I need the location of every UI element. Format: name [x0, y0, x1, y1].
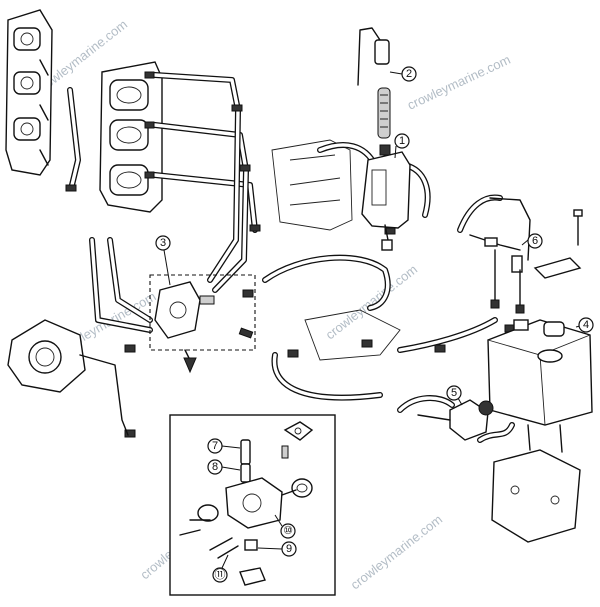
svg-text:1: 1: [399, 135, 405, 147]
carburetor-flange-left: [5, 9, 53, 176]
hose-clamps: [65, 71, 516, 438]
watermark-6: crowleymarine.com: [348, 512, 445, 593]
oil-reservoir-sub-tank: [361, 144, 411, 251]
watermark-2: crowleymarine.com: [405, 52, 513, 113]
oil-feed-pump: [417, 399, 494, 441]
svg-text:8: 8: [212, 461, 218, 473]
callout-10: ⑩: [274, 514, 296, 539]
svg-text:⑪: ⑪: [215, 568, 226, 581]
oil-tank-main: [487, 319, 593, 426]
callout-11: ⑪: [212, 554, 229, 583]
svg-text:6: 6: [532, 235, 538, 247]
oil-hoses: [67, 72, 515, 443]
callout-8: 8: [207, 459, 241, 475]
intake-manifold-center: [99, 61, 163, 213]
svg-text:9: 9: [286, 543, 292, 555]
watermark-4: crowleymarine.com: [323, 262, 420, 343]
callout-2: 2: [389, 66, 417, 82]
wiring-harness: [469, 197, 531, 314]
engine-block: [271, 139, 401, 361]
detail-inset: [169, 349, 336, 596]
svg-text:7: 7: [212, 440, 218, 452]
callout-5: 5: [446, 385, 463, 406]
oil-pump: [154, 281, 254, 339]
callout-6: 6: [521, 233, 543, 249]
svg-text:3: 3: [160, 237, 166, 249]
callout-4: 4: [575, 317, 594, 333]
svg-text:⑩: ⑩: [283, 525, 293, 537]
oil-level-gauge: [357, 27, 391, 139]
svg-text:2: 2: [406, 68, 412, 80]
svg-text:5: 5: [451, 387, 457, 399]
callout-3: 3: [155, 235, 171, 286]
callout-9: 9: [257, 541, 297, 557]
callout-1: 1: [394, 133, 410, 159]
callout-7: 7: [207, 438, 241, 454]
oil-tank-bracket: [491, 424, 581, 543]
svg-text:4: 4: [583, 319, 589, 331]
mounting-bolts: [533, 209, 583, 279]
detail-boundary-box: [149, 274, 256, 351]
cylinder-flange-lower-left: [7, 319, 129, 436]
